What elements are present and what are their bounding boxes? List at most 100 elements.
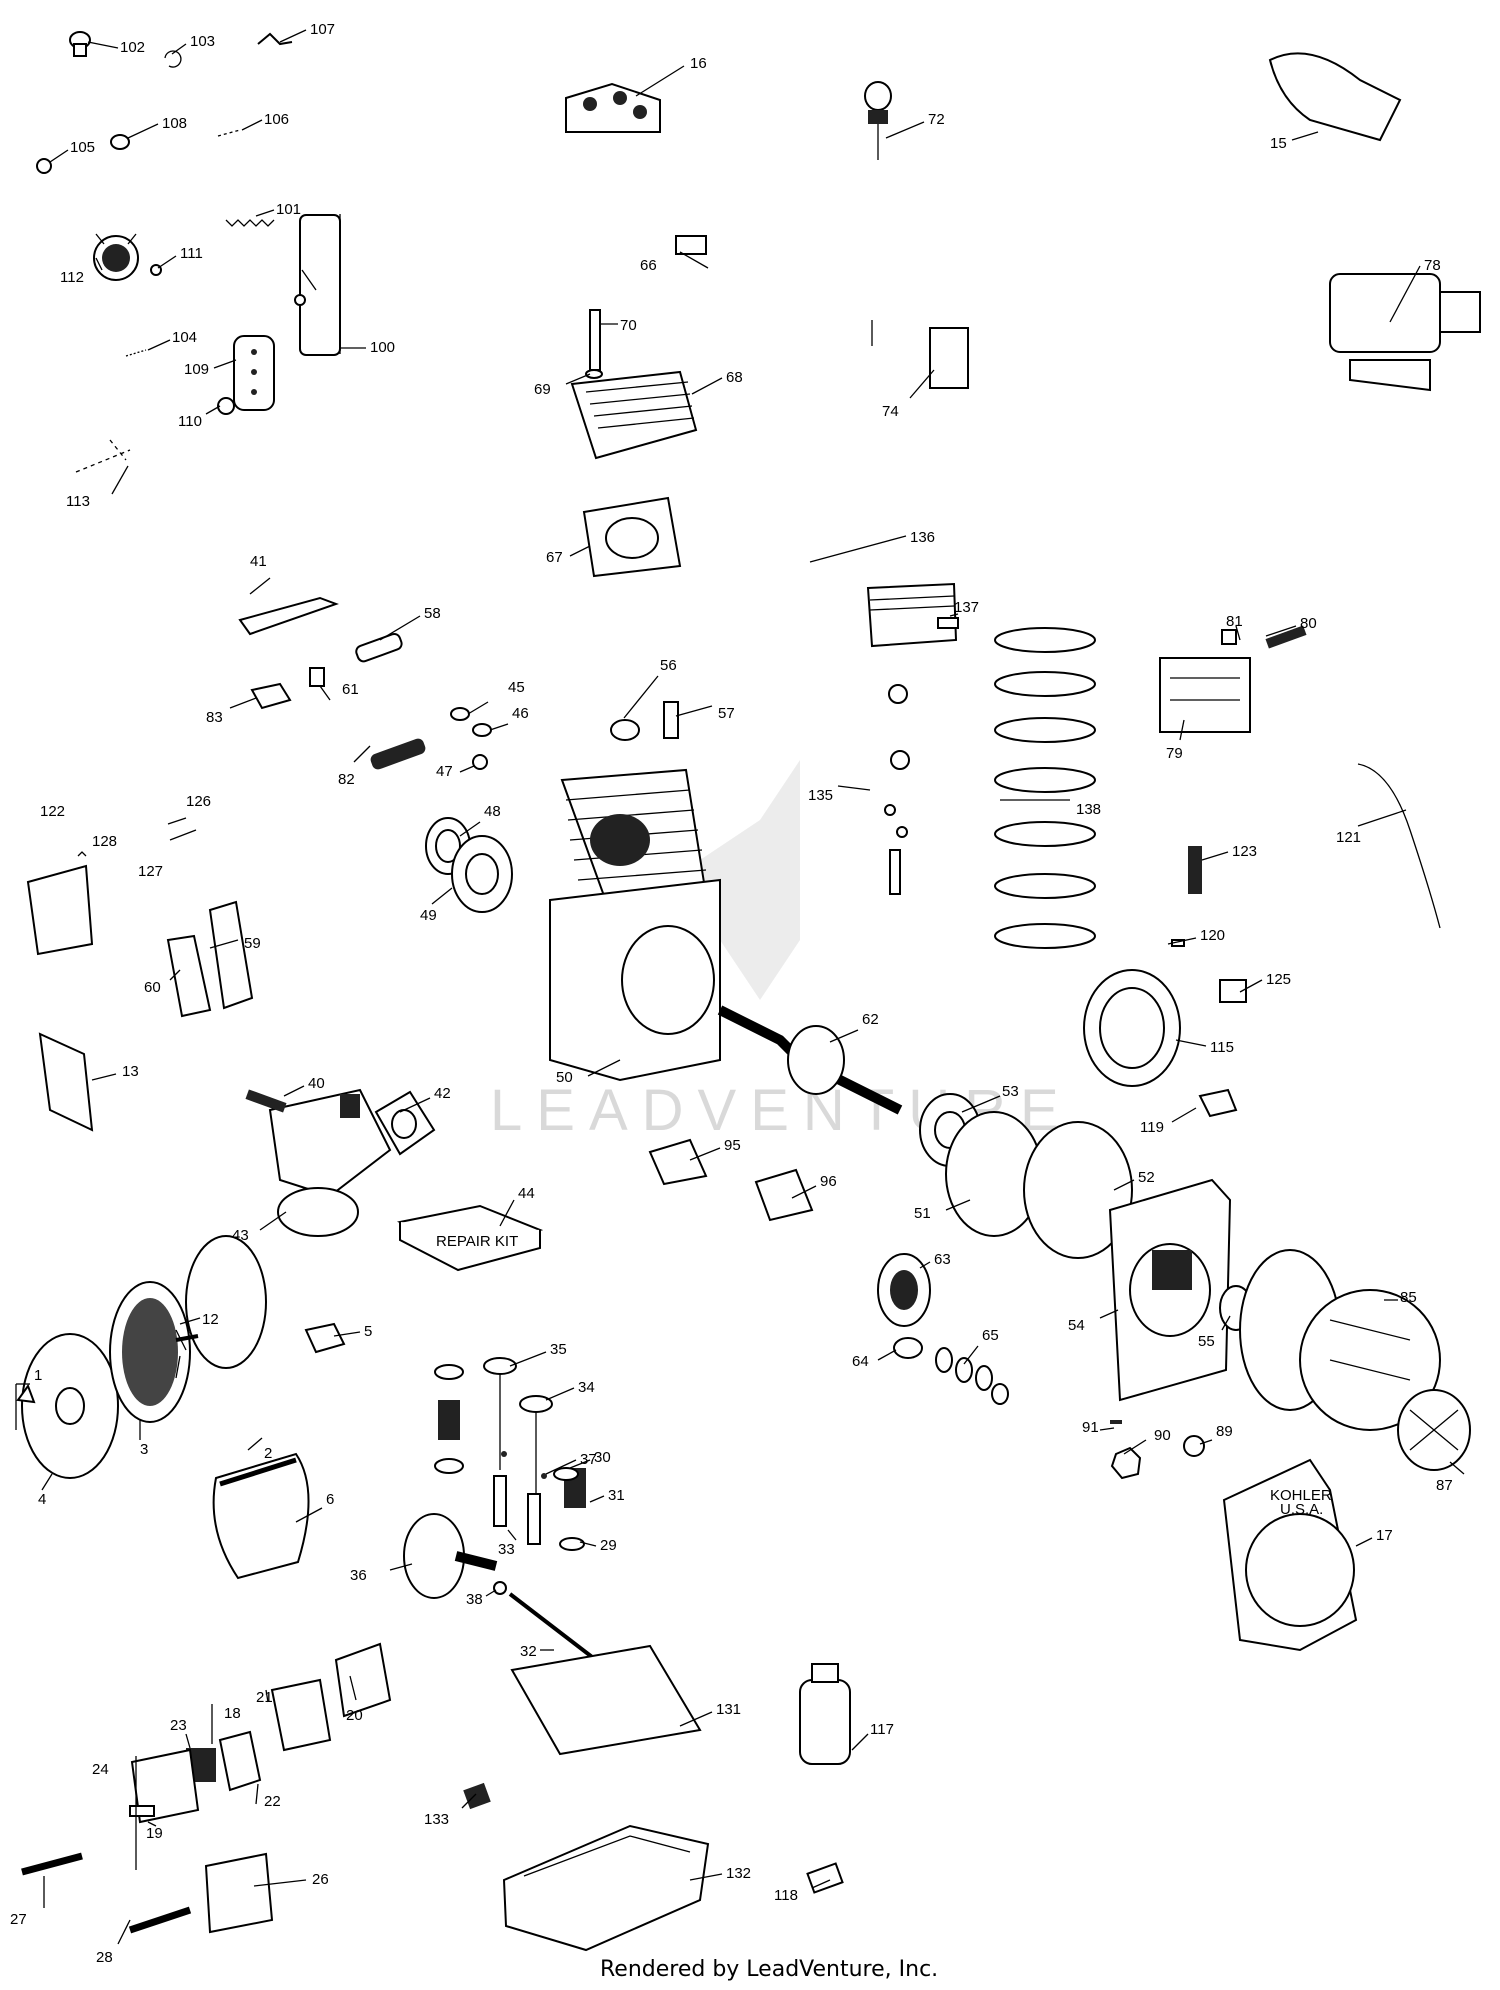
callout-label: 56: [660, 657, 677, 674]
callout-label: 91: [1082, 1419, 1099, 1436]
part-95-gasket: [648, 1138, 708, 1186]
callout-label: 101: [276, 201, 301, 218]
part-27-stud: [21, 1852, 83, 1876]
footer-credit: Rendered by LeadVenture, Inc.: [600, 1957, 938, 1982]
part-91-key: [1110, 1420, 1122, 1424]
part-54-blower-housing: [1108, 1178, 1232, 1402]
callout-label: 42: [434, 1085, 451, 1102]
part-105-nut: [36, 158, 52, 174]
callout-label: 136: [910, 529, 935, 546]
callout-label: 106: [264, 111, 289, 128]
part-58-pin: [355, 632, 403, 663]
callout-label: 107: [310, 21, 335, 38]
callout-label: 122: [40, 803, 65, 820]
callout-label: 68: [726, 369, 743, 386]
part-66-spacer: [675, 235, 707, 255]
part-138-ring-set: [994, 627, 1096, 949]
callout-label: 17: [1376, 1527, 1393, 1544]
part-115-stator: [1083, 969, 1181, 1087]
callout-label: 120: [1200, 927, 1225, 944]
part-103-clip: [164, 50, 182, 68]
part-valve-spring-left: [434, 1364, 464, 1474]
callout-label: 22: [264, 1793, 281, 1810]
callout-label: 59: [244, 935, 261, 952]
callout-label: 128: [92, 833, 117, 850]
callout-label: 64: [852, 1353, 869, 1370]
part-136-piston: [866, 582, 958, 648]
part-123-spark-plug: [1188, 846, 1202, 894]
callout-label: 12: [202, 1311, 219, 1328]
part-29-retainer: [559, 1537, 585, 1551]
part-37-keepers: [501, 1451, 547, 1479]
part-41-plate: [238, 596, 339, 636]
callout-label: 78: [1424, 257, 1441, 274]
part-65-shims: [935, 1347, 1009, 1405]
part-34-valve: [519, 1395, 553, 1506]
part-89-washer: [1183, 1435, 1205, 1457]
callout-label: 108: [162, 115, 187, 132]
callout-label: 18: [224, 1705, 241, 1722]
callout-label: 15: [1270, 135, 1287, 152]
callout-label: 41: [250, 553, 267, 570]
callout-label: 89: [1216, 1423, 1233, 1440]
part-49-bearing: [451, 835, 513, 913]
callout-label: 127: [138, 863, 163, 880]
part-131-gasket: [510, 1644, 702, 1756]
callout-label: 58: [424, 605, 441, 622]
callout-label: 65: [982, 1327, 999, 1344]
part-45-washer: [450, 707, 470, 721]
callout-label: 126: [186, 793, 211, 810]
part-108-bushing: [110, 134, 130, 150]
callout-label: 72: [928, 111, 945, 128]
part-121-lead: [1357, 763, 1441, 929]
part-40-screw: [245, 1089, 287, 1113]
callout-label: 110: [178, 413, 202, 430]
part-69-washer: [585, 369, 603, 379]
part-63-gear: [877, 1253, 931, 1327]
callout-label: 20: [346, 1707, 363, 1724]
part-22-cover: [218, 1730, 262, 1792]
part-60-gasket: [166, 934, 212, 1018]
part-107-bracket: [257, 32, 293, 46]
callout-label: 43: [232, 1227, 249, 1244]
part-74-sleeve: [871, 320, 969, 389]
callout-label: 48: [484, 803, 501, 820]
callout-label: 121: [1336, 829, 1361, 846]
callout-label: 63: [934, 1251, 951, 1268]
part-81-nut: [1221, 629, 1237, 645]
part-50-engine-block: [549, 768, 721, 1082]
callout-label: 38: [466, 1591, 483, 1608]
part-28-shaft: [128, 1906, 192, 1934]
callout-label: 47: [436, 763, 453, 780]
callout-label: 36: [350, 1567, 367, 1584]
part-113-rod: [75, 439, 131, 473]
part-85-flywheel: [1239, 1249, 1441, 1431]
callout-label: 49: [420, 907, 437, 924]
part-17-blower-cover: KOHLER U.S.A.: [1222, 1458, 1358, 1652]
callout-label: 113: [66, 493, 90, 510]
callout-label: 90: [1154, 1427, 1171, 1444]
callout-label: 125: [1266, 971, 1291, 988]
callout-label: 45: [508, 679, 525, 696]
callout-label: 57: [718, 705, 735, 722]
callout-label: 28: [96, 1949, 113, 1966]
callout-label: 115: [1210, 1039, 1234, 1056]
part-67-head-gasket: [582, 496, 682, 578]
part-68-cylinder-head: [570, 370, 698, 460]
part-46-bushing: [472, 723, 492, 737]
callout-label: 118: [774, 1887, 798, 1904]
part-4-air-cleaner-cover: [21, 1333, 119, 1479]
part-20-plate: [334, 1642, 392, 1718]
repair-kit-label: REPAIR KIT: [436, 1233, 518, 1250]
part-30-retainer: [553, 1467, 579, 1481]
callout-label: 66: [640, 257, 657, 274]
part-118-connector: [806, 1862, 844, 1894]
callout-label: 6: [326, 1491, 334, 1508]
brand-badge-sub: U.S.A.: [1280, 1501, 1323, 1518]
part-57-pin: [663, 701, 679, 739]
callout-label: 29: [600, 1537, 617, 1554]
part-6-precleaner: [212, 1452, 310, 1580]
callout-label: 52: [1138, 1169, 1155, 1186]
part-87-screen: [1397, 1389, 1471, 1471]
